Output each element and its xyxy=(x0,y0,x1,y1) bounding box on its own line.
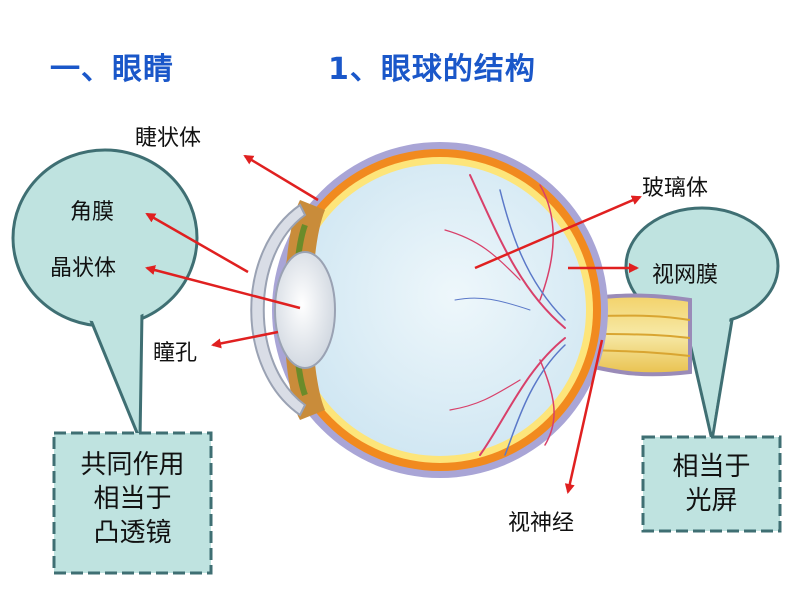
annotation-arrows xyxy=(145,154,642,494)
right-note: 相当于 光屏 xyxy=(643,450,780,518)
retinal-vessels xyxy=(444,174,566,456)
section-title: 一、眼睛 xyxy=(50,52,174,87)
right-note-line-1: 相当于 xyxy=(672,452,751,482)
right-note-box xyxy=(641,435,782,533)
arrow-optic-nerve xyxy=(564,339,604,494)
label-retina: 视网膜 xyxy=(652,263,719,288)
arrow-cornea xyxy=(145,212,249,274)
label-lens: 晶状体 xyxy=(50,256,117,281)
label-vitreous: 玻璃体 xyxy=(642,176,709,201)
left-note-line-3: 凸透镜 xyxy=(93,518,172,548)
arrow-vitreous xyxy=(474,195,642,270)
lens-shape xyxy=(274,251,336,369)
left-note-line-1: 共同作用 xyxy=(80,450,185,480)
label-optic-nerve: 视神经 xyxy=(508,511,575,536)
label-cornea: 角膜 xyxy=(70,200,115,225)
label-pupil: 瞳孔 xyxy=(153,341,198,366)
cornea-shape xyxy=(250,203,307,417)
left-note: 共同作用 相当于 凸透镜 xyxy=(54,448,211,550)
left-note-box xyxy=(52,431,213,575)
arrow-ciliary-body xyxy=(243,154,319,202)
arrow-lens xyxy=(145,265,301,310)
subsection-title: 1、眼球的结构 xyxy=(328,52,536,87)
arrow-pupil xyxy=(211,330,279,349)
left-note-line-2: 相当于 xyxy=(93,484,172,514)
right-note-line-2: 光屏 xyxy=(685,486,738,516)
left-bubble xyxy=(11,148,199,441)
label-ciliary-body: 睫状体 xyxy=(135,126,202,151)
